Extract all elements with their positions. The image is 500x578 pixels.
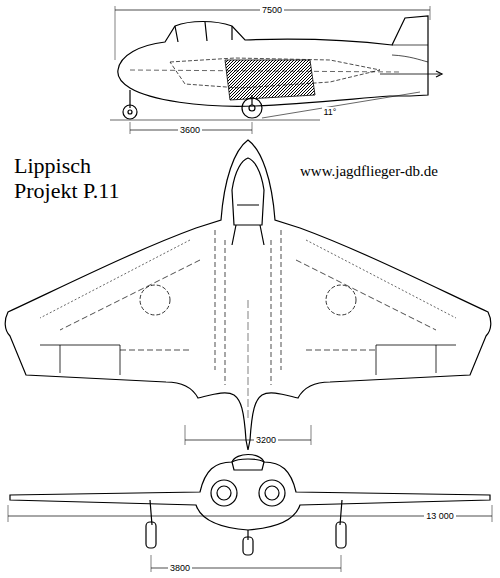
side-view <box>110 6 442 134</box>
top-view <box>5 140 491 450</box>
angle-label: 11° <box>322 107 339 118</box>
dimension-label: 3200 <box>254 435 278 446</box>
dimension-label: 13 000 <box>424 511 456 522</box>
title: Lippisch Projekt P.11 <box>14 153 146 203</box>
dimension-label: 7500 <box>260 5 284 16</box>
dimension-label: 3800 <box>168 563 192 574</box>
front-view <box>8 455 492 573</box>
dimension-label: 3600 <box>178 125 202 136</box>
website-watermark: www.jagdflieger-db.de <box>300 163 438 180</box>
